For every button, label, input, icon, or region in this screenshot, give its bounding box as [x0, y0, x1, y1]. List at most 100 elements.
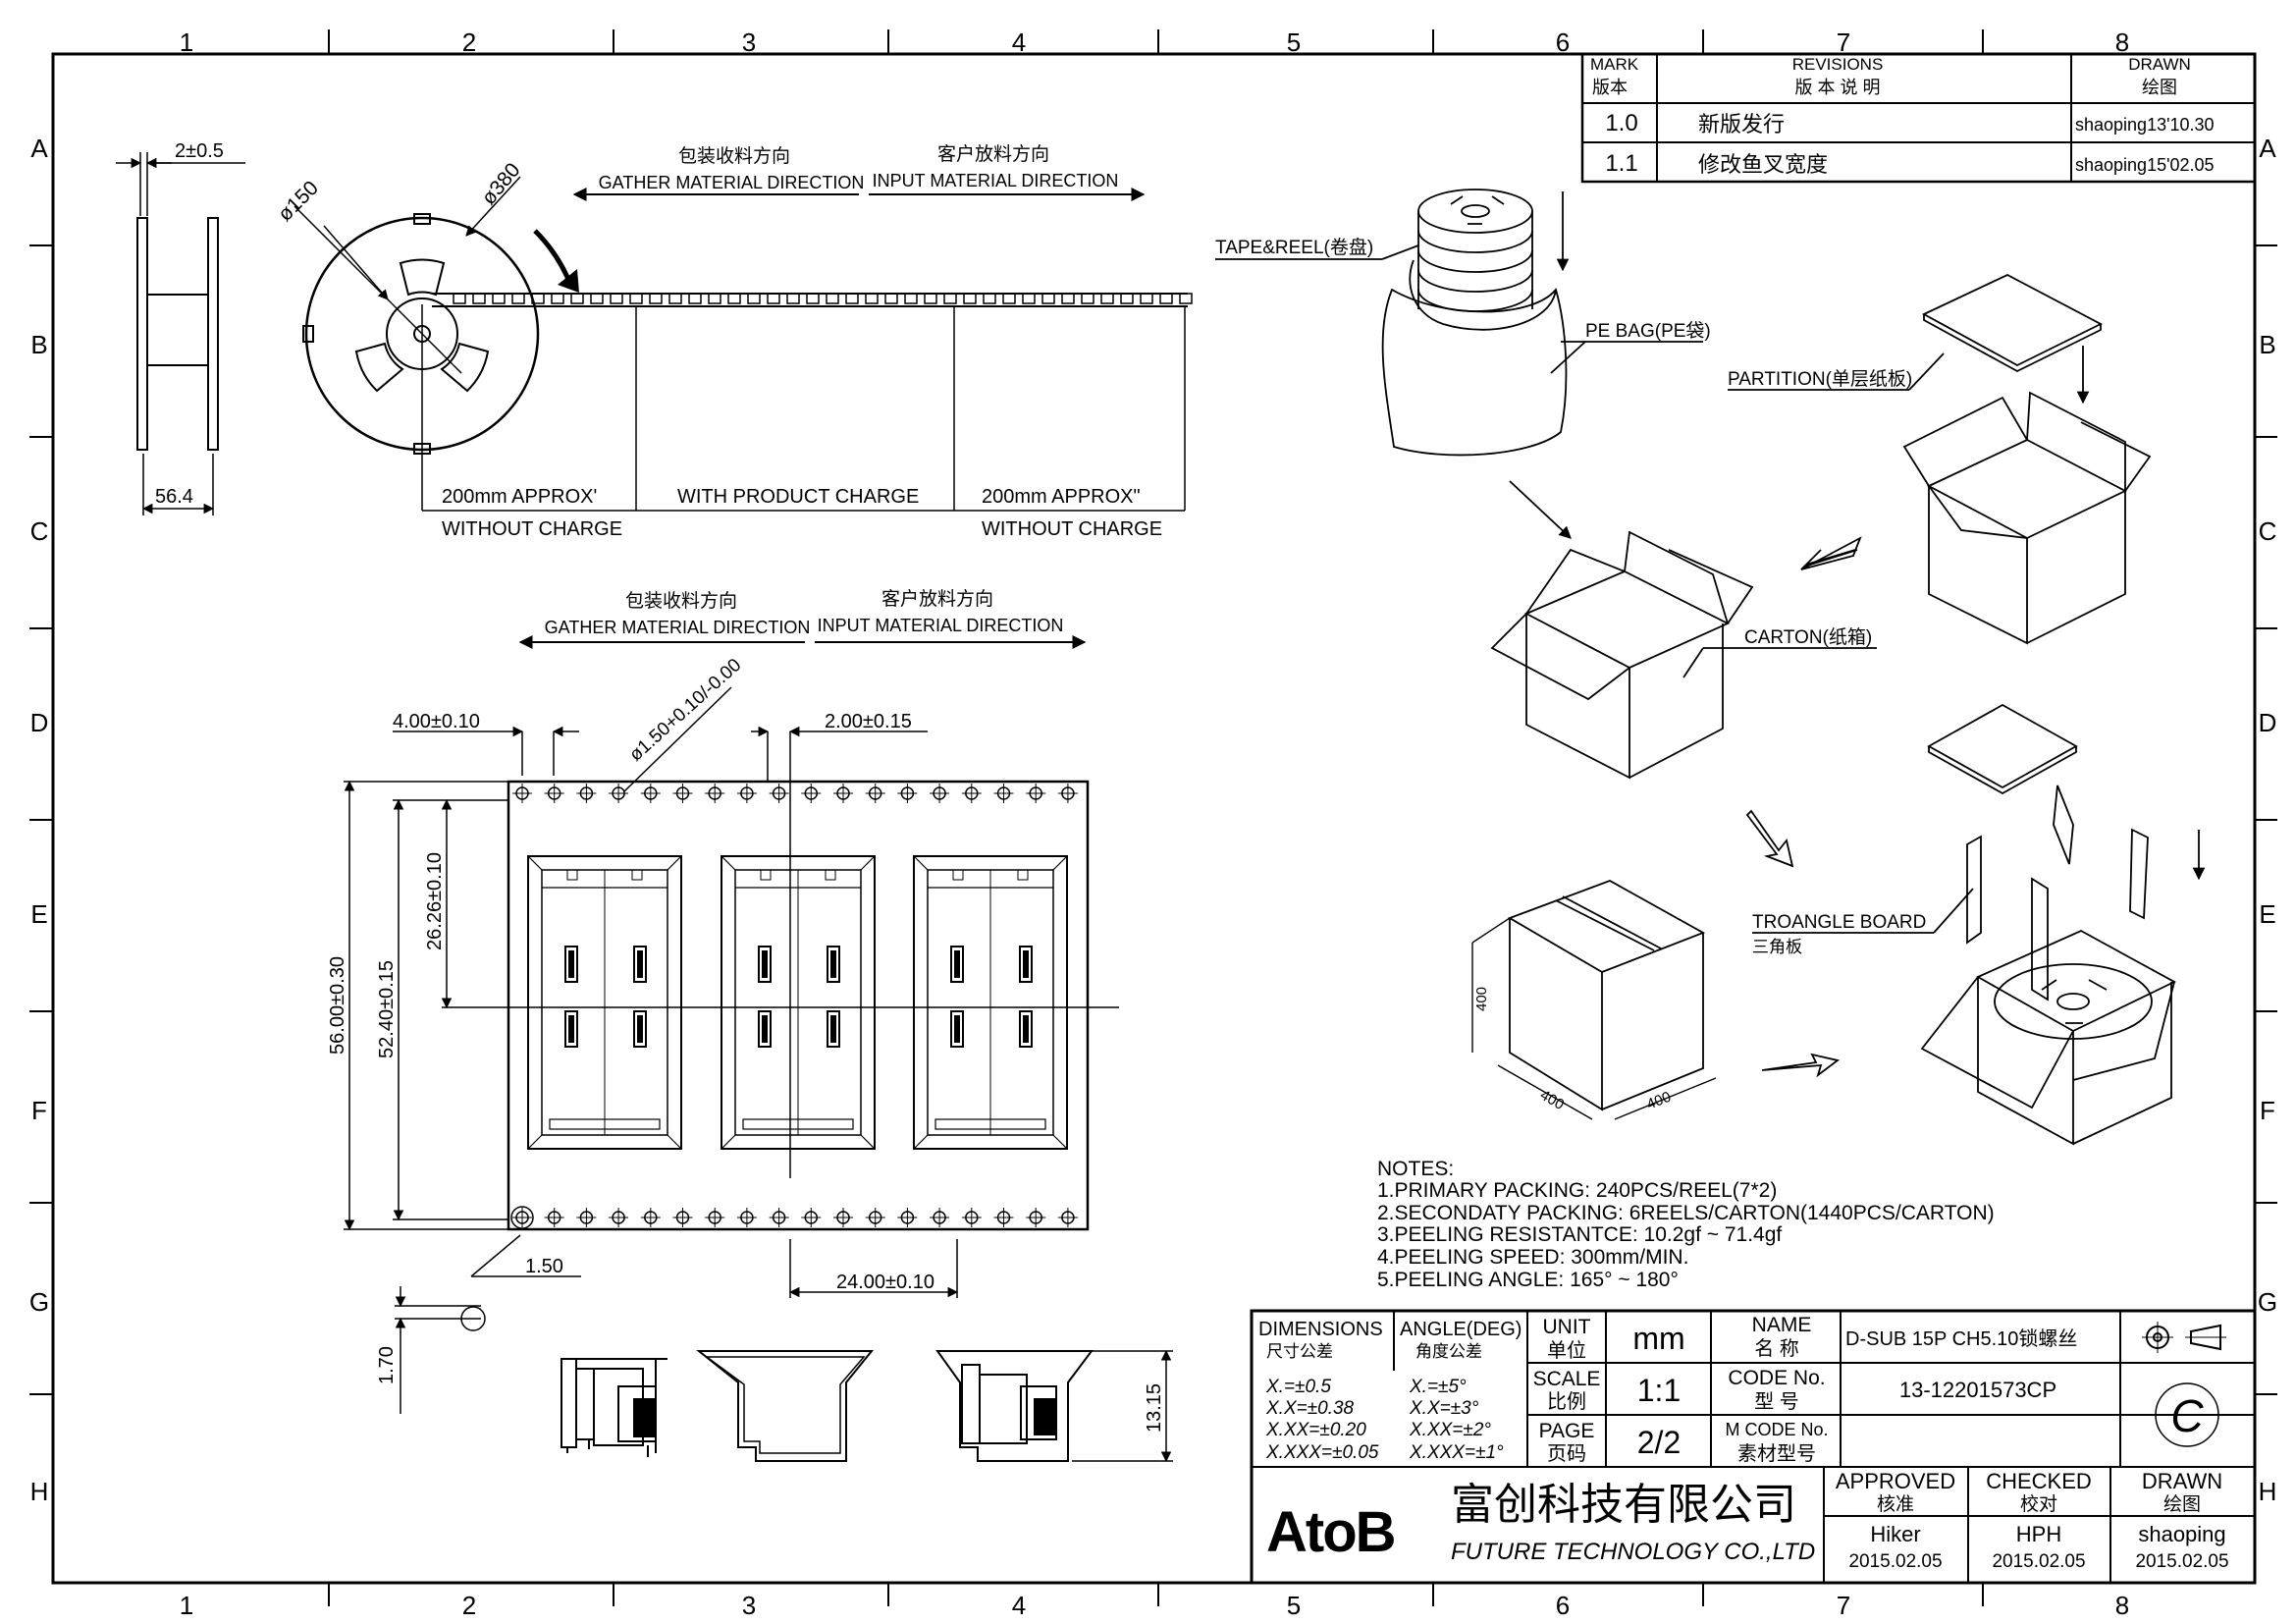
cavity-corner [721, 1134, 736, 1150]
dim-pocket-depth: 13.15 [1144, 1383, 1165, 1433]
grid-col-label-bottom: 5 [1287, 1591, 1301, 1620]
projection-symbol [2142, 1322, 2226, 1353]
cavity-corner [1052, 855, 1068, 871]
grid-row-label-right: D [2259, 708, 2277, 737]
cavity-notch [566, 869, 578, 881]
cavity-corner [860, 1134, 876, 1150]
dim-hub-thickness: 2±0.5 [175, 140, 224, 162]
tb-page-value: 2/2 [1637, 1425, 1681, 1460]
cavity-notch [825, 869, 836, 881]
cavity-corner [667, 855, 682, 871]
note-line-2: 2.SECONDATY PACKING: 6REELS/CARTON(1440P… [1377, 1202, 1995, 1224]
rev-row-2-desc: 修改鱼叉宽度 [1698, 152, 1828, 177]
notes-title: NOTES: [1377, 1158, 1454, 1180]
dim-dia-380: ø380 [477, 159, 524, 209]
cavity-corner [527, 1134, 543, 1150]
tape-pocket [511, 293, 525, 304]
tb-checked-cn: 校对 [2020, 1493, 2057, 1515]
note-line-5: 5.PEELING ANGLE: 165° ~ 180° [1377, 1269, 1679, 1291]
tape-pocket [492, 293, 506, 304]
tape-pocket [649, 293, 663, 304]
tb-page-cn: 页码 [1547, 1443, 1586, 1465]
grid-row-label-left: H [30, 1477, 49, 1506]
tb-unit-value: mm [1632, 1321, 1684, 1356]
tape-pocket [1002, 293, 1016, 304]
tape-pocket [924, 293, 937, 304]
rev-letter-circle [2155, 1382, 2219, 1447]
grid-col-label-bottom: 3 [742, 1591, 756, 1620]
tb-ang-0: X.=±5° [1409, 1377, 1467, 1397]
tb-ang-2: X.XX=±2° [1409, 1420, 1491, 1440]
tb-drawn-by: shaoping [2138, 1522, 2225, 1546]
cavity-slot [633, 946, 647, 983]
rev-row-1-drawn: shaoping13'10.30 [2075, 115, 2215, 135]
cavity-slot-fill [568, 1015, 574, 1043]
cavity-slot-fill [637, 950, 643, 978]
with-product-label: WITH PRODUCT CHARGE [677, 486, 919, 508]
leader-left-sub: WITHOUT CHARGE [442, 518, 622, 540]
tape-pocket [551, 293, 564, 304]
grid-row-label-left: G [29, 1287, 49, 1317]
rev-row-2-mark: 1.1 [1605, 150, 1637, 177]
cavity-outer [913, 855, 1068, 1150]
tape-gather-en: GATHER MATERIAL DIRECTION [545, 618, 811, 637]
dim-dia-150: ø150 [274, 177, 323, 226]
grid-col-label-bottom: 1 [180, 1591, 193, 1620]
tb-page: PAGE [1539, 1420, 1595, 1442]
grid-row-label-right: H [2259, 1477, 2277, 1506]
cavity-slot [758, 1010, 772, 1048]
tape-pocket [629, 293, 643, 304]
rev-row-1-mark: 1.0 [1605, 110, 1637, 136]
tb-unit-cn: 单位 [1547, 1339, 1586, 1362]
tape-pocket [727, 293, 741, 304]
company-name-en: FUTURE TECHNOLOGY CO.,LTD [1451, 1539, 1815, 1565]
title-block: DIMENSIONS 尺寸公差 ANGLE(DEG) 角度公差 X.=±0.5 … [1250, 1309, 2257, 1585]
note-line-4: 4.PEELING SPEED: 300mm/MIN. [1377, 1246, 1688, 1269]
rev-head-mark: MARK [1590, 55, 1639, 74]
tb-approved-cn: 核准 [1877, 1493, 1914, 1515]
cavity-slot [758, 946, 772, 983]
rev-head-drawn-cn: 绘图 [2142, 78, 2177, 97]
tape-pocket [1100, 293, 1114, 304]
tape-pocket [453, 293, 466, 304]
grid-row-label-right: E [2259, 899, 2275, 929]
tape-pocket [826, 293, 839, 304]
tb-code-cn: 型 号 [1754, 1390, 1799, 1413]
label-carton: CARTON(纸箱) [1744, 626, 1872, 648]
tb-tol-0: X.=±0.5 [1265, 1377, 1331, 1397]
index-hole [510, 1206, 534, 1229]
tape-pocket [1140, 293, 1153, 304]
tape-pocket [590, 293, 604, 304]
rev-row-1-desc: 新版发行 [1698, 112, 1785, 136]
grid-col-label-top: 3 [742, 27, 756, 57]
dim-reel-width: 56.4 [155, 486, 193, 508]
packing-illustration: TAPE&REEL(卷盘) PE BAG(PE袋) PARTITION(单层纸板… [1215, 189, 2206, 1146]
cavity-slot [633, 1010, 647, 1048]
tb-checked: CHECKED [1986, 1469, 2092, 1493]
tape-pocket [983, 293, 996, 304]
dim-edge-150: 1.50 [525, 1256, 563, 1277]
cavity-slot [564, 1010, 578, 1048]
grid-row-label-left: D [30, 708, 49, 737]
grid-col-label-bottom: 2 [462, 1591, 476, 1620]
tb-rev-letter: C [2170, 1390, 2204, 1441]
label-partition: PARTITION(单层纸板) [1728, 368, 1912, 390]
dim-hole-dia: ø1.50+0.10/-0.00 [625, 655, 745, 766]
tape-pocket [904, 293, 918, 304]
cross-section-views: 13.15 [561, 1349, 1173, 1463]
label-triangle-board: TROANGLE BOARD [1752, 912, 1926, 933]
tb-code-value: 13-12201573CP [1899, 1378, 2056, 1402]
tb-name-cn: 名 称 [1754, 1337, 1799, 1360]
cavity-corner [1052, 1134, 1068, 1150]
reel-gather-en: GATHER MATERIAL DIRECTION [599, 173, 865, 192]
cavity-slot-fill [830, 950, 836, 978]
grid-col-label-bottom: 8 [2115, 1591, 2129, 1620]
grid-row-label-left: C [30, 516, 49, 546]
tb-code: CODE No. [1728, 1367, 1825, 1389]
cavity-slot-fill [637, 1015, 643, 1043]
rev-head-mark-cn: 版本 [1592, 78, 1628, 97]
cavity-corner [527, 855, 543, 871]
leader-left-label: 200mm APPROX' [442, 486, 597, 508]
revision-table: MARK 版本 REVISIONS 版 本 说 明 DRAWN 绘图 1.0 新… [1580, 52, 2257, 184]
